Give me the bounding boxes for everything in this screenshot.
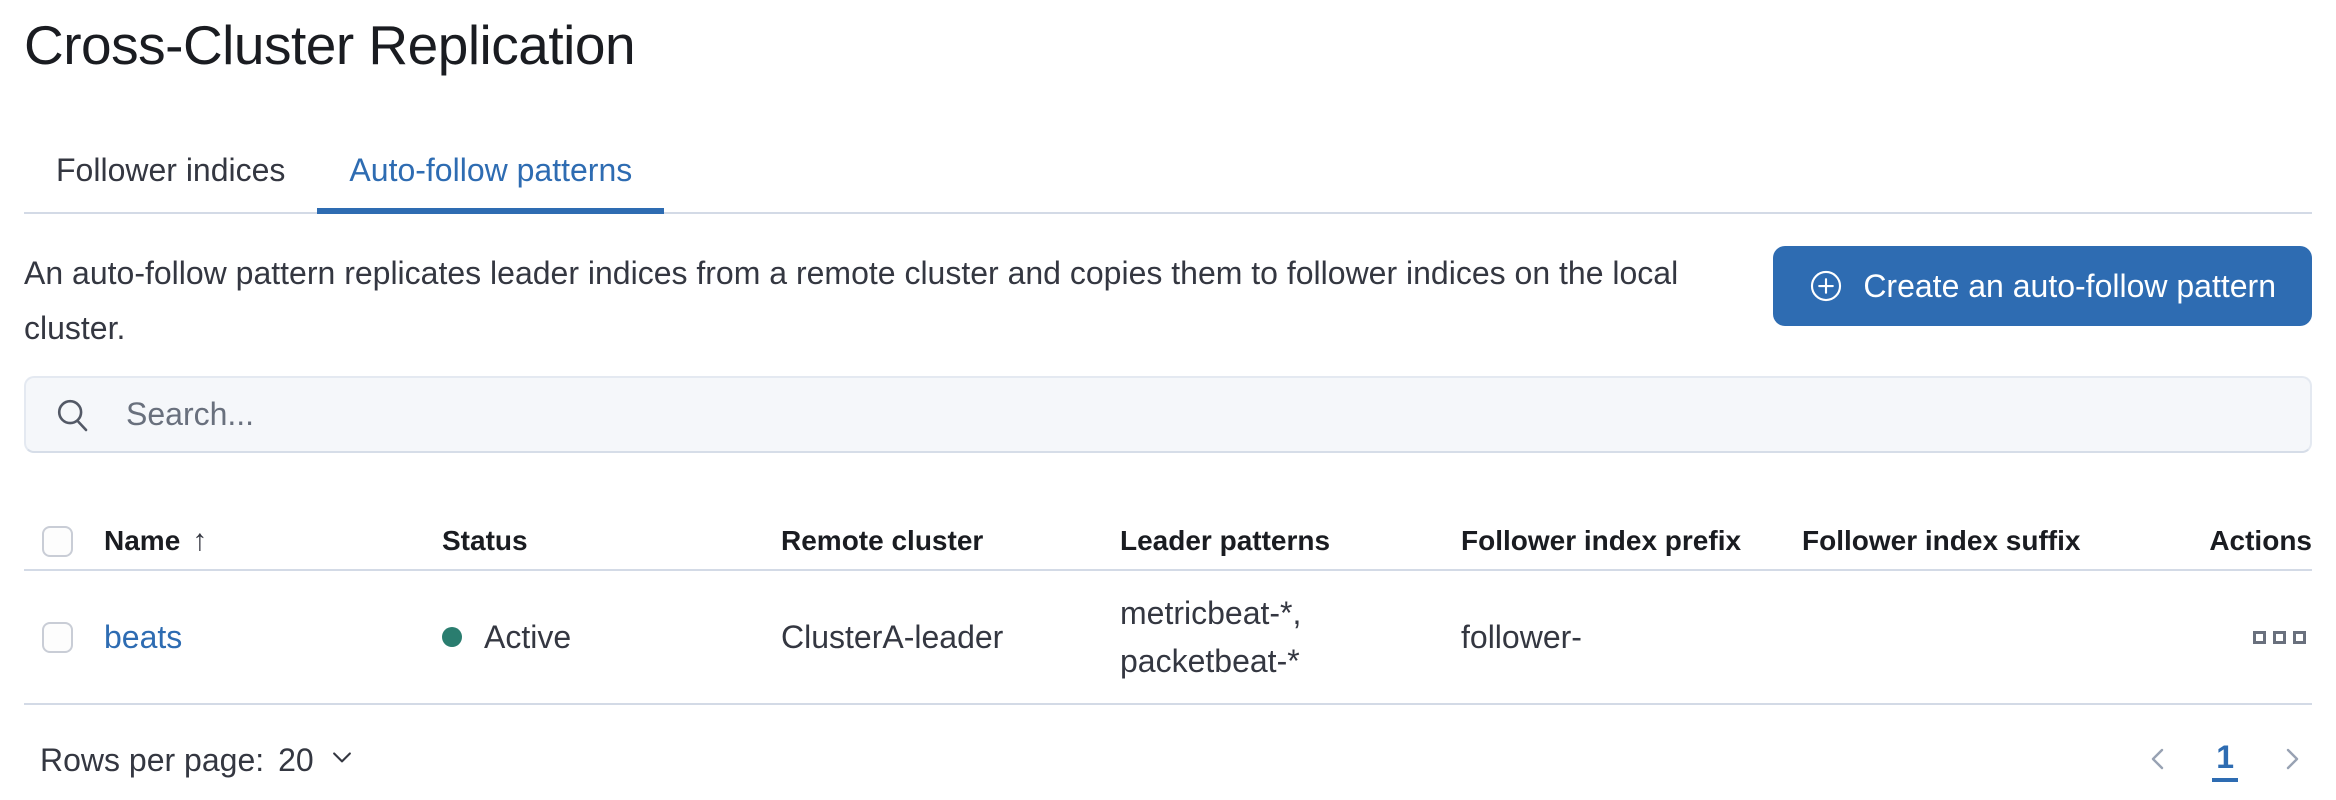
row-select-cell [24,621,104,653]
plus-in-circle-icon [1809,269,1843,303]
column-header-name[interactable]: Name ↑ [104,524,208,557]
tab-follower-indices[interactable]: Follower indices [56,152,286,188]
column-header-leader-patterns: Leader patterns [1120,525,1331,556]
chevron-down-icon [328,742,356,779]
select-all-checkbox[interactable] [42,525,73,557]
table-footer: Rows per page: 20 1 [24,739,2312,782]
follower-index-prefix-cell: follower- [1461,618,1582,655]
search-bar [24,376,2312,453]
actions-cell [2143,625,2312,650]
search-input[interactable] [24,376,2312,453]
pagination: 1 [2138,739,2312,782]
name-cell: beats [104,619,442,656]
column-header-remote-cluster: Remote cluster [781,525,984,556]
page-title: Cross-Cluster Replication [24,14,636,76]
table-header-row: Name ↑ Status Remote cluster Leader patt… [24,513,2312,571]
chevron-right-icon [2276,743,2308,778]
auto-follow-description: An auto-follow pattern replicates leader… [24,255,1679,346]
cross-cluster-replication-page: Cross-Cluster Replication Follower indic… [0,12,2336,782]
boxes-horizontal-icon [2253,630,2266,644]
select-row-checkbox[interactable] [42,621,73,653]
search-icon [54,396,92,439]
previous-page-button[interactable] [2138,739,2178,782]
next-page-button[interactable] [2272,739,2312,782]
table-row: beats Active ClusterA-leader metricbeat-… [24,571,2312,705]
auto-follow-patterns-table: Name ↑ Status Remote cluster Leader patt… [24,513,2312,782]
pattern-name-link[interactable]: beats [104,618,183,655]
remote-cluster-cell: ClusterA-leader [781,618,1004,655]
column-header-status: Status [442,525,528,556]
column-header-follower-index-prefix: Follower index prefix [1461,525,1742,556]
create-button-label: Create an auto-follow pattern [1863,267,2276,304]
column-header-follower-index-suffix: Follower index suffix [1802,525,2081,556]
select-all-cell [24,525,104,557]
page-number-1-button[interactable]: 1 [2212,739,2238,782]
row-actions-button[interactable] [2247,625,2312,650]
leader-patterns-cell: metricbeat-*, packetbeat-* [1120,595,1302,679]
column-header-actions: Actions [2209,525,2312,556]
status-cell: Active [442,619,781,656]
rows-per-page-button[interactable]: Rows per page: 20 [40,742,356,779]
tab-auto-follow-patterns[interactable]: Auto-follow patterns [317,150,665,214]
tab-bar: Follower indices Auto-follow patterns [24,150,2312,214]
chevron-left-icon [2142,743,2174,778]
create-auto-follow-pattern-button[interactable]: Create an auto-follow pattern [1773,246,2312,326]
status-label: Active [484,618,572,655]
status-active-dot-icon [442,627,462,647]
sort-ascending-arrow-icon: ↑ [192,524,208,557]
intro-row: An auto-follow pattern replicates leader… [24,246,2312,356]
